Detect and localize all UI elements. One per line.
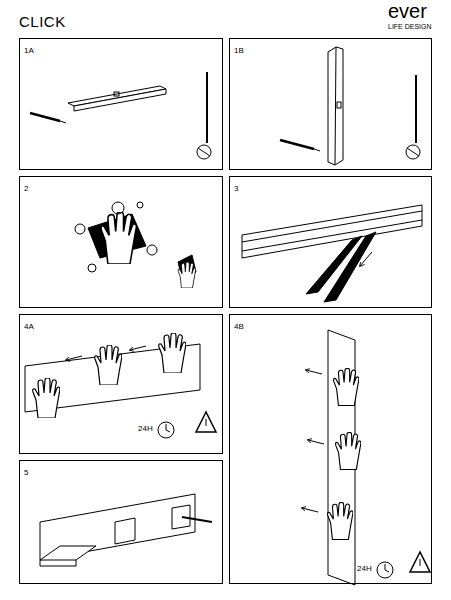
spirit-level [406,75,420,159]
cleaning-cloth [75,202,196,288]
step-number: 2 [24,185,28,193]
brand-logo: ever [388,1,427,21]
pencil [280,140,320,151]
step-panel: 2 [19,176,223,308]
step-panel: 5 [19,460,223,584]
step-panel: 1B [229,38,432,170]
step-number: 1A [24,47,34,55]
step-number: 5 [24,469,28,477]
rail-vertical [328,47,343,165]
rail-tape [242,205,422,302]
step-panel: 3 [229,176,432,308]
press-panel [302,330,430,585]
step-panel: 4B [229,314,432,584]
spirit-level [197,72,211,159]
step-panel: 1A [19,38,223,170]
cure-time: 24H [138,425,153,433]
step-number: 4B [234,323,244,331]
pencil [30,113,66,123]
step-panel: 4A [19,314,223,454]
product-title: CLICK [19,14,66,29]
step-number: 4A [24,323,34,331]
press-panel [25,333,216,438]
rail-horizontal [68,86,166,111]
cure-time: 24H [357,565,372,573]
step-number: 3 [234,185,238,193]
brand-tagline: LIFE DESIGN [388,23,432,30]
step-number: 1B [234,47,244,55]
rack-accessories [40,494,212,566]
